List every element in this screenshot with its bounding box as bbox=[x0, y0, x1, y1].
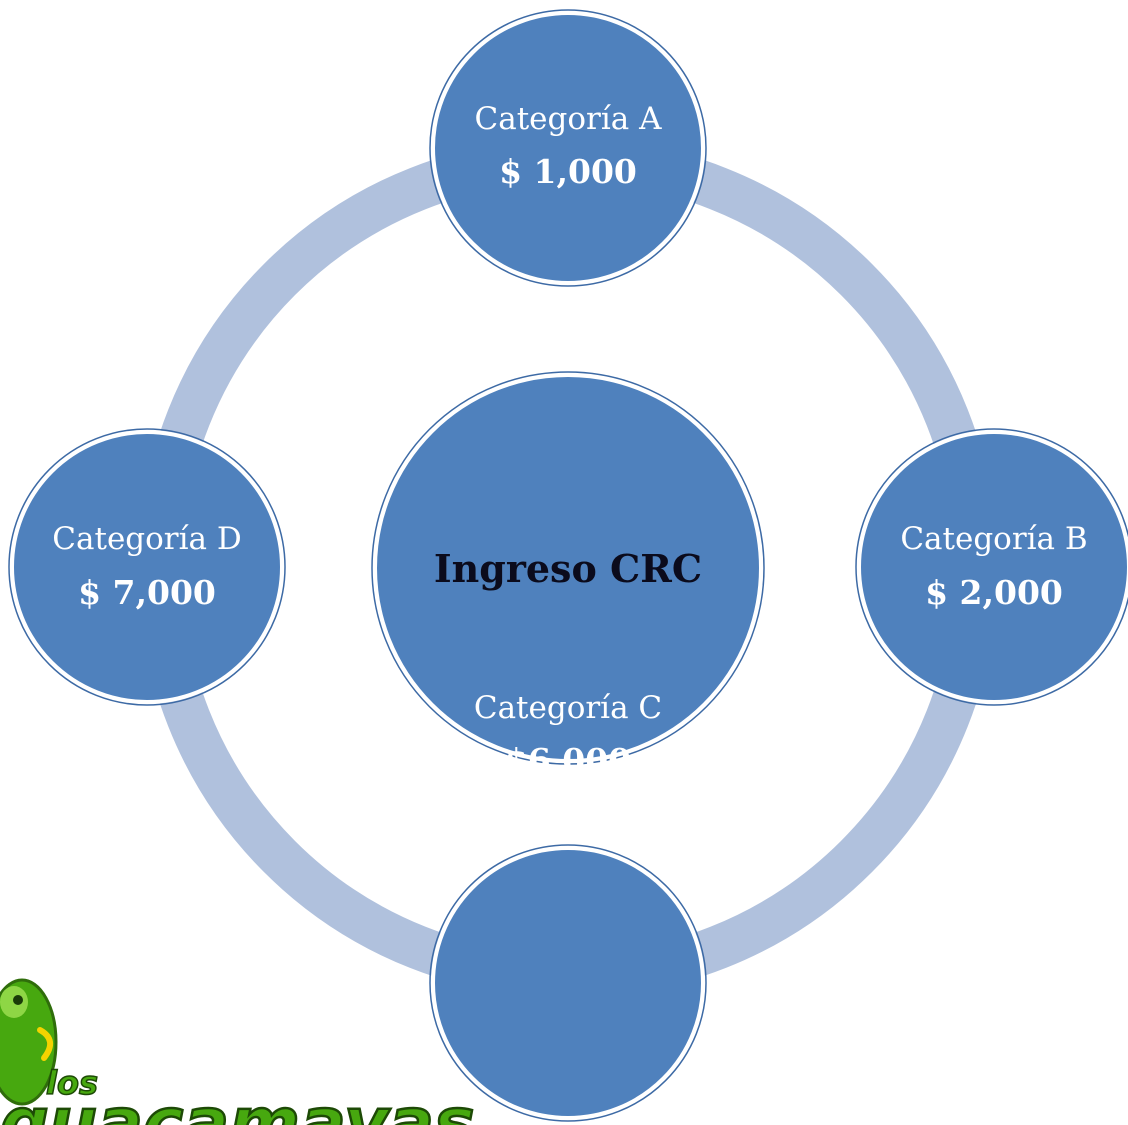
category-a-node: Categoría A $ 1,000 bbox=[429, 9, 707, 287]
parrot-mascot-icon bbox=[0, 978, 58, 1106]
category-a-label: Categoría A bbox=[475, 101, 663, 137]
logo-small-text: los bbox=[46, 1064, 98, 1102]
category-c-node: Categoría C $6,000 bbox=[429, 690, 707, 1122]
category-a-value: $ 1,000 bbox=[499, 152, 637, 191]
center-node: Ingreso CRC bbox=[371, 371, 765, 765]
center-label: Ingreso CRC bbox=[434, 546, 702, 591]
category-b-value: $ 2,000 bbox=[925, 573, 1063, 612]
category-d-node: Categoría D $ 7,000 bbox=[8, 428, 286, 706]
category-b-node: Categoría B $ 2,000 bbox=[855, 428, 1128, 706]
category-d-label: Categoría D bbox=[52, 521, 241, 557]
category-c-value: $6,000 bbox=[505, 741, 631, 780]
category-b-label: Categoría B bbox=[900, 521, 1087, 557]
brand-logo: los guacamayas bbox=[0, 978, 476, 1125]
category-c-label: Categoría C bbox=[474, 690, 662, 726]
logo-large-text: guacamayas bbox=[0, 1084, 475, 1125]
category-d-value: $ 7,000 bbox=[78, 573, 216, 612]
